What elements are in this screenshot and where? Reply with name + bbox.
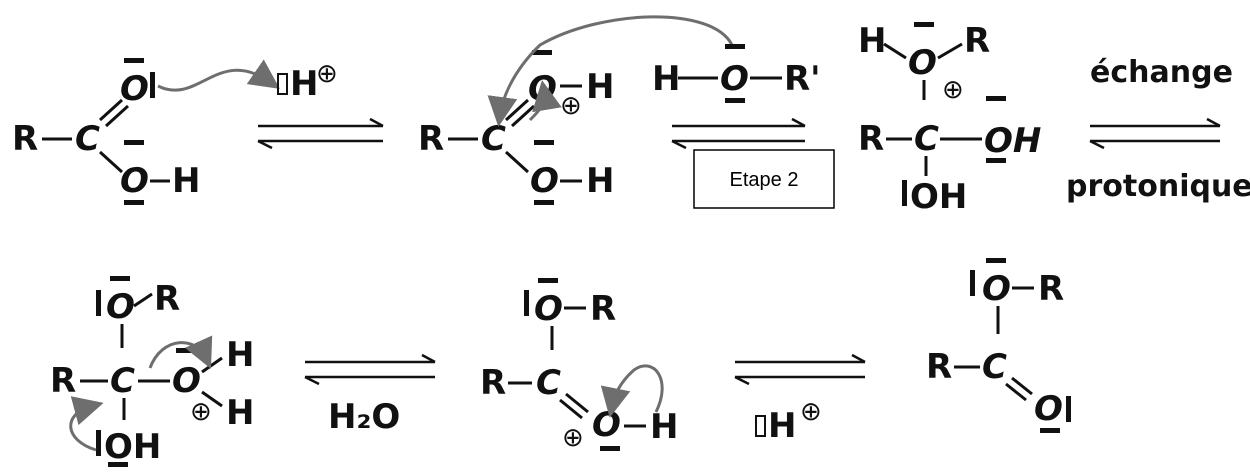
curved-arrow-protonation	[157, 59, 280, 92]
atom-r: R	[590, 289, 616, 329]
ester-product: O R R C O	[926, 258, 1071, 433]
atom-c: C	[914, 119, 939, 159]
positive-charge: ⊕	[562, 423, 584, 453]
atom-o-carbonyl: O	[1034, 389, 1063, 429]
atom-r: R	[418, 119, 444, 159]
positive-charge: ⊕	[942, 75, 964, 105]
step2-label: Etape 2	[730, 169, 799, 191]
curved-arrow-nucleophilic-attack	[487, 15, 734, 127]
atom-r: R	[858, 119, 884, 159]
protonic-label: protonique	[1066, 169, 1250, 204]
atom-r: R	[50, 361, 76, 401]
atom-r: R	[926, 347, 952, 387]
atom-h: H	[226, 335, 254, 375]
atom-h: H	[586, 161, 614, 201]
atom-o-oxonium: O	[592, 405, 621, 445]
atom-c: C	[110, 361, 135, 401]
atom-h: H	[586, 67, 614, 107]
atom-h: H	[650, 407, 678, 447]
atom-c: C	[982, 347, 1007, 387]
atom-o: O	[720, 59, 749, 99]
equilibrium-arrow-5	[734, 353, 866, 386]
atom-o-hydroxyl: OH	[984, 121, 1041, 161]
curved-arrow-deprotonation	[600, 364, 664, 418]
protonated-intermediate: O R R C O H H ⊕ OH	[50, 276, 254, 467]
atom-r: R	[480, 363, 506, 403]
atom-c: C	[481, 119, 506, 159]
water-label: H₂O	[328, 397, 400, 437]
exchange-label: échange	[1090, 55, 1233, 90]
atom-o-oxonium: O	[908, 43, 937, 83]
positive-charge: ⊕	[560, 91, 582, 121]
carboxylic-acid: R C O O H	[12, 58, 200, 205]
atom-c: C	[75, 119, 100, 159]
atom-o-oxonium: O	[172, 361, 201, 401]
atom-c: C	[536, 363, 561, 403]
atom-h: H	[652, 59, 680, 99]
equilibrium-arrow-3	[1089, 117, 1221, 150]
atom-o-carbonyl: O	[120, 69, 149, 109]
atom-o-ether: O	[106, 287, 135, 327]
atom-o-hydroxyl: O	[120, 161, 149, 201]
alcohol-reagent: H O R'	[652, 44, 821, 103]
atom-r-prime: R'	[784, 59, 821, 99]
positive-charge: ⊕	[800, 397, 822, 427]
equilibrium-arrow-2	[671, 117, 806, 150]
curved-arrow-water-departure	[148, 335, 213, 369]
equilibrium-arrow-1	[257, 117, 384, 150]
proton-symbol: H	[768, 406, 796, 446]
proton-reagent: H ⊕	[277, 59, 338, 104]
atom-o-ether: O	[982, 269, 1011, 309]
tetrahedral-intermediate: H O R ⊕ R C OH OH	[858, 21, 1041, 217]
atom-r: R	[964, 21, 990, 61]
atom-r: R	[1038, 269, 1064, 309]
atom-h: H	[858, 21, 886, 61]
positive-charge: ⊕	[190, 397, 212, 427]
curved-arrow-pi-bond	[528, 80, 562, 122]
atom-h: H	[226, 393, 254, 433]
atom-r: R	[12, 119, 38, 159]
atom-o-hydroxyl-bottom: OH	[910, 177, 967, 217]
atom-r: R	[154, 279, 180, 319]
proton-product: H ⊕	[755, 397, 822, 446]
positive-charge: ⊕	[316, 59, 338, 89]
proton-symbol: H	[290, 64, 318, 104]
atom-h: H	[172, 161, 200, 201]
atom-o-hydroxyl: O	[530, 161, 559, 201]
step2-label-box: Etape 2	[693, 149, 835, 209]
curved-arrow-lone-pair	[69, 396, 104, 452]
atom-o-ether: O	[534, 289, 563, 329]
equilibrium-arrow-4	[304, 353, 436, 386]
atom-o-hydroxyl: OH	[104, 427, 161, 467]
